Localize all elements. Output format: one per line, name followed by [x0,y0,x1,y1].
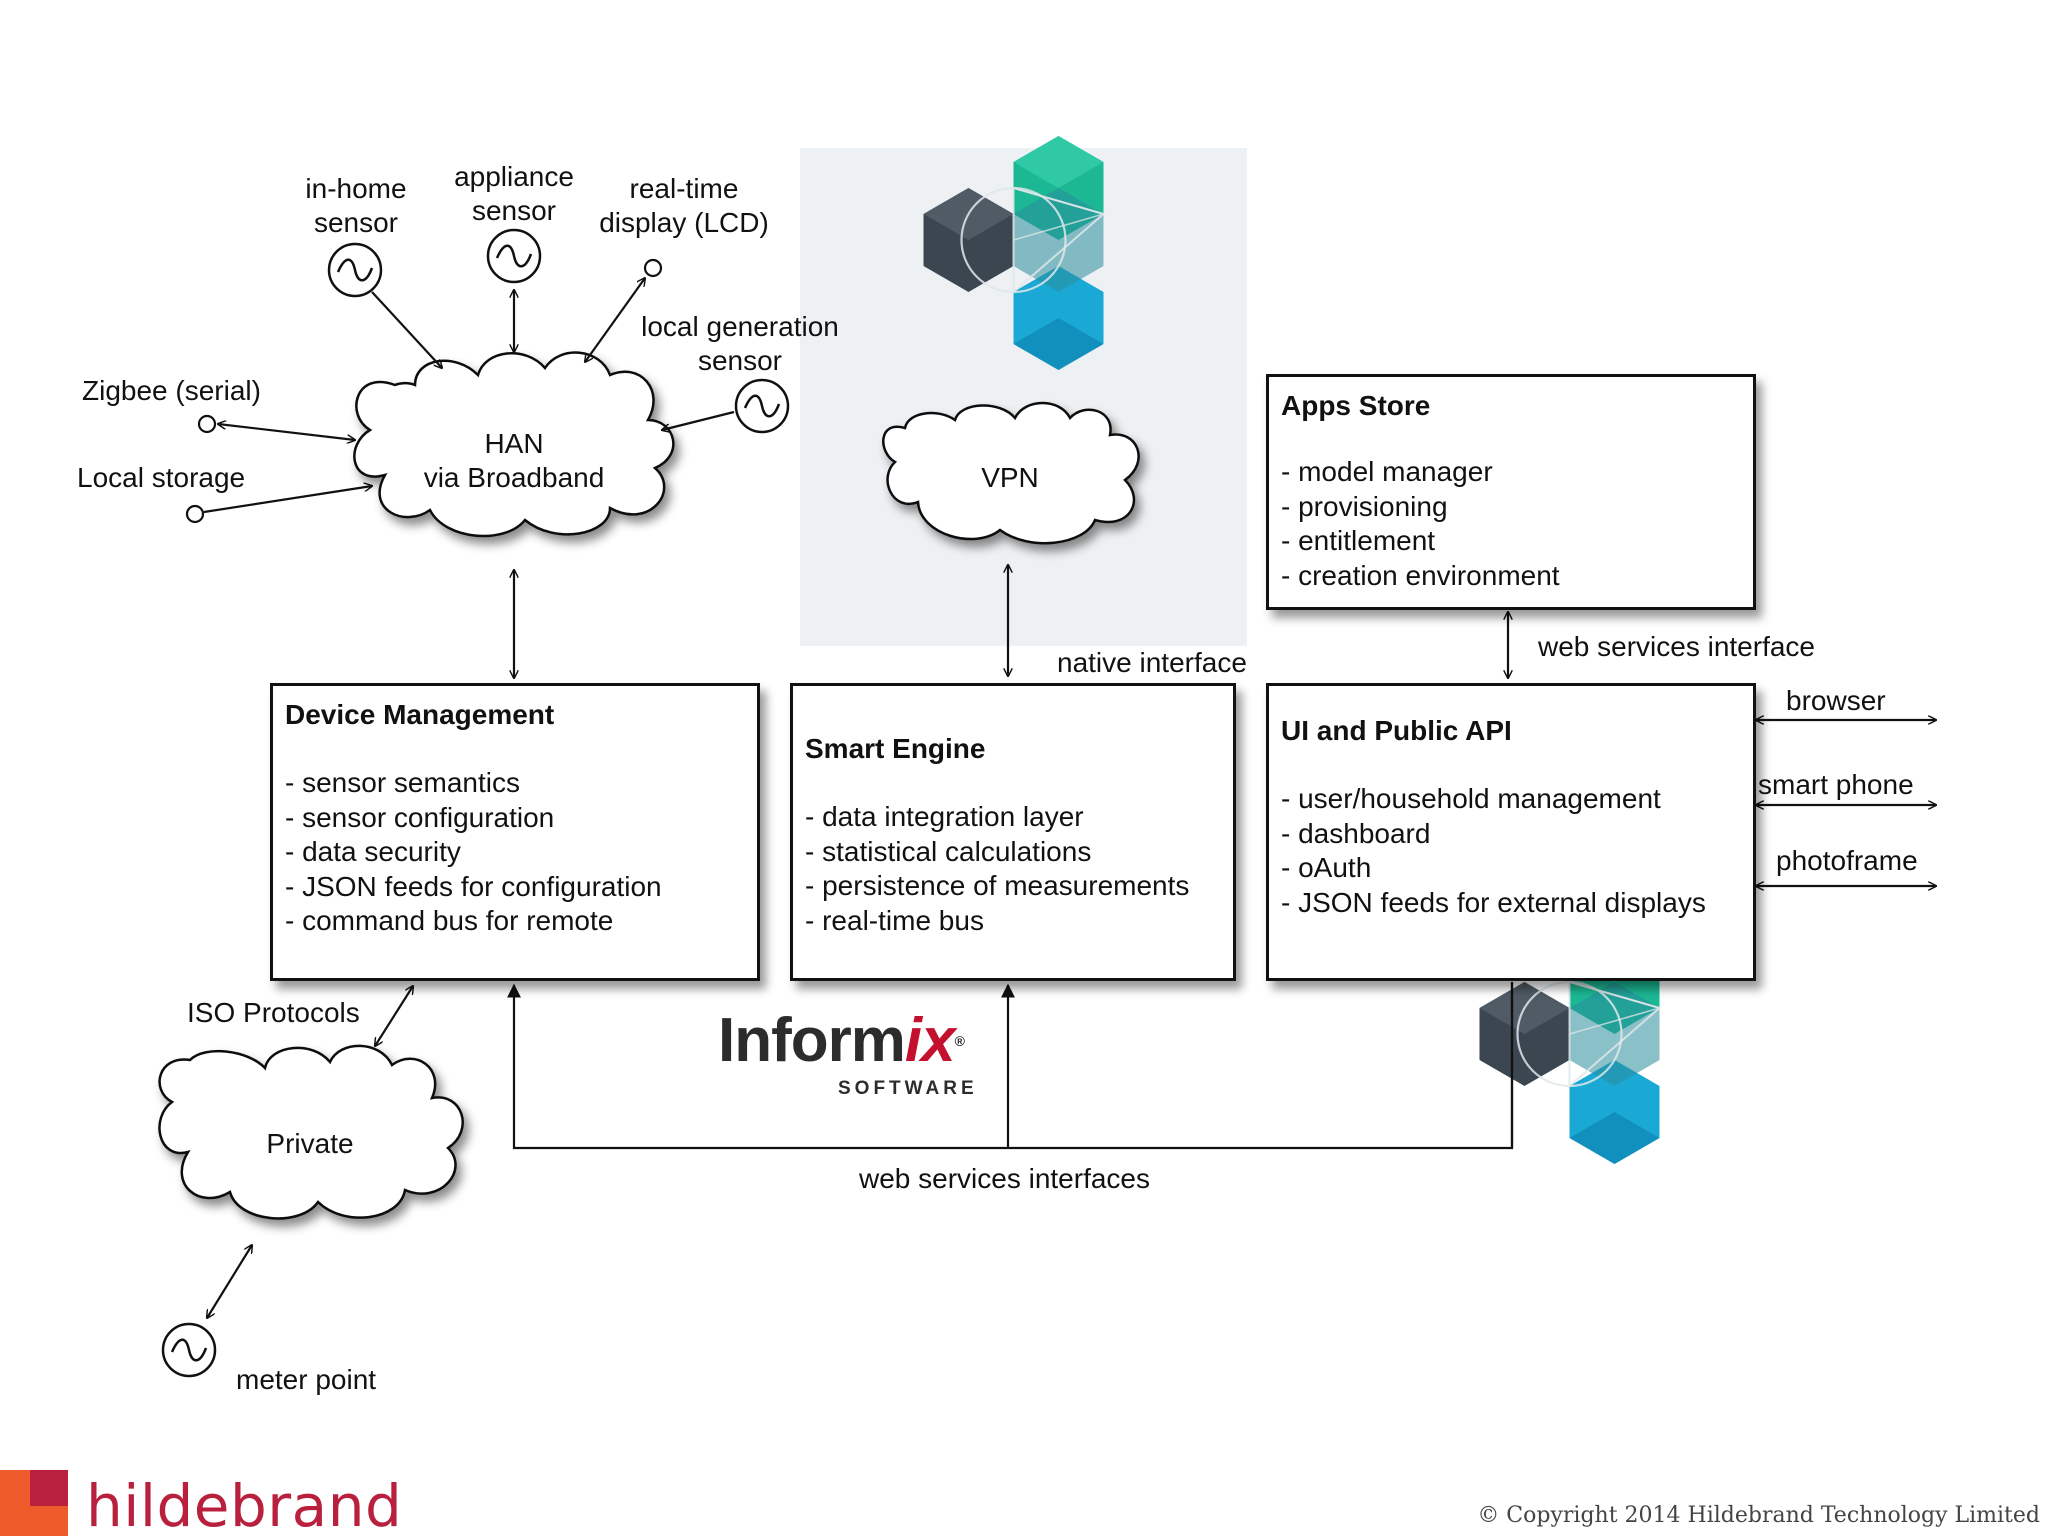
smart-engine-list: - data integration layer - statistical c… [805,800,1221,938]
list-item: - JSON feeds for external displays [1281,886,1706,918]
ui-public-api-box: UI and Public API - user/household manag… [1266,683,1756,981]
arrow [662,410,735,430]
ui-public-api-list: - user/household management - dashboard … [1281,782,1741,920]
sensor-icon [734,378,790,434]
list-item: - provisioning [1281,490,1448,522]
informix-word: Inform [718,1006,906,1075]
zigbee-label: Zigbee (serial) [82,375,261,406]
arrow [585,278,645,362]
list-item: - data integration layer [805,801,1084,832]
list-item: - statistical calculations [805,835,1092,867]
han-cloud [353,351,675,538]
browser-label: browser [1786,685,1886,716]
list-item: - dashboard [1281,817,1431,849]
list-item: - creation environment [1281,559,1560,591]
native-interface-label: native interface [1057,647,1247,678]
informix-logo: Informix® SOFTWARE [718,1006,998,1100]
private-cloud [158,1044,464,1220]
apps-store-box: Apps Store - model manager - provisionin… [1266,374,1756,610]
list-item: - entitlement [1281,525,1436,556]
list-item: - model manager [1281,456,1493,487]
arrow [218,424,355,440]
smart-engine-title: Smart Engine [805,733,986,764]
copyright-text: © Copyright 2014 Hildebrand Technology L… [1477,1503,2040,1528]
smart-phone-label: smart phone [1758,769,1914,800]
endpoint-icon [185,504,205,524]
vpn-cloud [882,401,1140,545]
ui-public-api-title: UI and Public API [1281,715,1512,746]
list-item: - data security [285,836,461,867]
device-management-list: - sensor semantics - sensor configuratio… [285,766,745,939]
apps-store-list: - model manager - provisioning - entitle… [1281,455,1741,593]
list-item: - command bus for remote [285,905,614,936]
registered-mark: ® [954,1033,965,1049]
sensor-icon [486,228,542,284]
list-item: - user/household management [1281,783,1661,814]
arrow [371,291,442,368]
private-cloud-label: Private [266,1128,354,1159]
informix-software-text: SOFTWARE [838,1078,978,1099]
list-item: - oAuth [1281,852,1372,883]
apps-store-title: Apps Store [1281,390,1431,421]
endpoint-icon [643,258,663,278]
sensor-icon [327,242,383,298]
list-item: - real-time bus [805,904,984,936]
arrow [203,486,372,514]
hildebrand-wordmark: hildebrand [86,1472,403,1540]
list-item: - JSON feeds for configuration [285,870,662,902]
informix-ix: ix [904,1006,956,1075]
list-item: - sensor configuration [285,801,555,833]
hildebrand-logo [0,1470,68,1536]
arrow [207,1245,252,1318]
endpoint-icon [197,414,217,434]
web-services-interfaces-label: web services interfaces [859,1163,1151,1194]
vpn-cloud-label: VPN [981,462,1039,493]
web-services-bus [507,982,1514,1150]
list-item: - sensor semantics [285,767,520,798]
list-item: - persistence of measurements [805,870,1190,901]
smart-engine-box: Smart Engine - data integration layer - … [790,683,1236,981]
web-services-interface-label: web services interface [1538,631,1816,662]
device-management-box: Device Management - sensor semantics - s… [270,683,760,981]
local-storage-label: Local storage [77,462,246,493]
sensor-icon [161,1322,217,1378]
iso-protocols-label: ISO Protocols [187,997,360,1028]
meter-point-label: meter point [236,1364,377,1395]
arrow [375,986,413,1046]
device-management-title: Device Management [285,699,555,730]
photoframe-label: photoframe [1776,845,1918,876]
